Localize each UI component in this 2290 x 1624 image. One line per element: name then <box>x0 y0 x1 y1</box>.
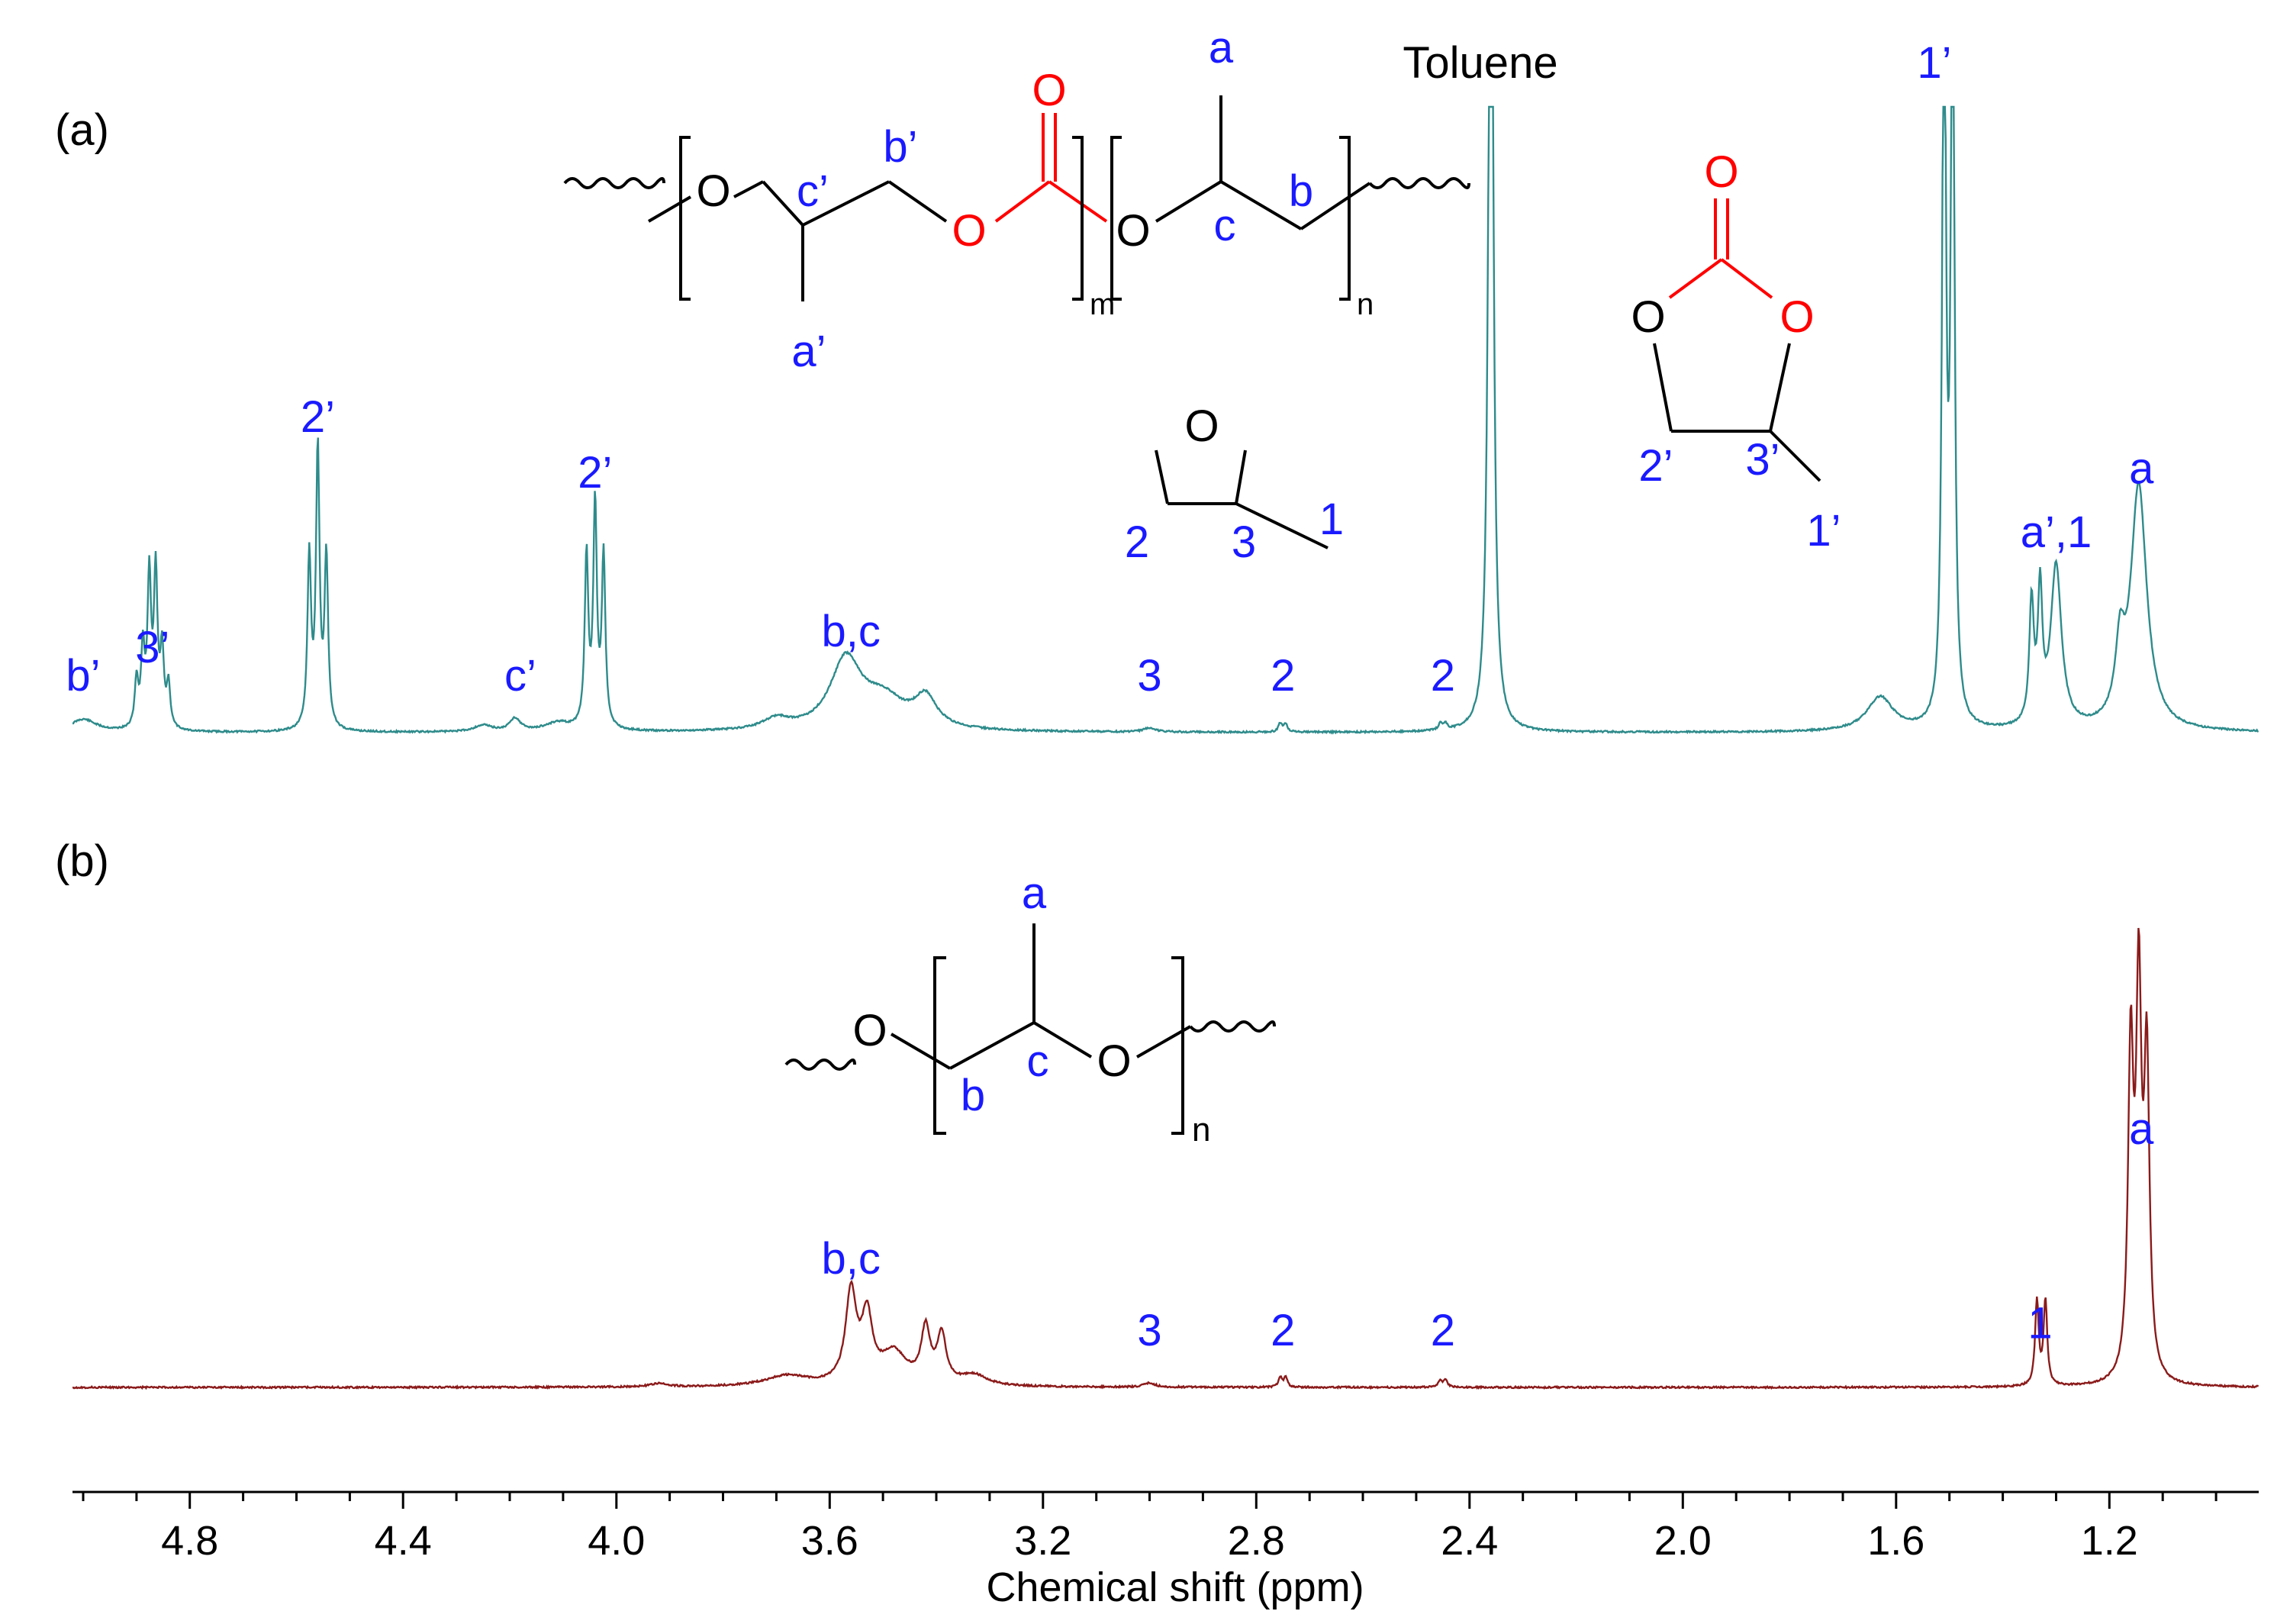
label-b: b <box>1289 166 1313 216</box>
peak-label-a-3: c’ <box>504 651 536 701</box>
polyether-label-a: a <box>1022 868 1047 918</box>
x-tick-label: 2.0 <box>1654 1518 1712 1564</box>
peak-label-b-3: 2 <box>1431 1306 1455 1355</box>
copolymer-structure <box>563 95 1470 301</box>
epoxide-label-1: 1 <box>1319 495 1344 544</box>
peak-label-a-6: 3 <box>1137 651 1161 701</box>
peak-label-b-1: 3 <box>1137 1306 1161 1355</box>
polyether-label-c: c <box>1027 1036 1049 1086</box>
x-axis-label: Chemical shift (ppm) <box>986 1564 1364 1610</box>
bracket-left-m <box>679 136 691 301</box>
polyether-wavy-right <box>1189 1020 1276 1033</box>
peak-label-b-4: 1 <box>2028 1299 2052 1348</box>
x-tick-label: 3.6 <box>801 1518 858 1564</box>
x-tick-label: 4.0 <box>588 1518 645 1564</box>
polyether-o-left: O <box>852 1006 887 1055</box>
label-c-prime: c’ <box>797 166 829 216</box>
peak-annotations: b’ 3’ 2’ c’ 2’ b,c 3 2 2 a’,1 a b,c 3 2 2 1 a <box>66 392 2154 1355</box>
polyether-structure <box>784 923 1276 1135</box>
label-a: a <box>1209 23 1234 72</box>
spectrum-line-a <box>72 105 2259 735</box>
peak-label-a-10: a <box>2129 444 2154 494</box>
x-tick-label: 1.2 <box>2081 1518 2138 1564</box>
x-tick-label: 3.2 <box>1014 1518 1071 1564</box>
carbonate-label-2prime: 2’ <box>1638 441 1673 491</box>
panel-label-a: (a) <box>55 105 109 155</box>
epoxide-label-2: 2 <box>1125 517 1149 567</box>
peak-label-b-2: 2 <box>1271 1306 1295 1355</box>
peak-label-a-2: 2’ <box>301 392 335 442</box>
x-tick-label: 2.8 <box>1228 1518 1285 1564</box>
propylene-carbonate-structure <box>1653 198 1821 482</box>
wavy-bond-right <box>1368 177 1470 189</box>
propylene-oxide-structure <box>1155 450 1329 549</box>
propylene-carbonate-atoms: O O O 2’ 3’ 1’ <box>1631 147 1841 556</box>
panel-label-b: (b) <box>55 836 109 886</box>
copolymer-o1: O <box>696 166 730 216</box>
peak-label-a-7: 2 <box>1271 651 1295 701</box>
propylene-oxide-atoms: O 2 3 1 <box>1125 401 1344 567</box>
polyether-atoms: O O a b c n <box>852 868 1210 1149</box>
toluene-label: Toluene <box>1403 38 1557 88</box>
x-tick-label: 1.6 <box>1867 1518 1924 1564</box>
label-a-prime: a’ <box>791 327 826 376</box>
label-1prime-top: 1’ <box>1917 38 1951 88</box>
peak-label-a-5: b,c <box>822 607 881 656</box>
polyether-wavy-left <box>784 1058 856 1071</box>
carbonate-o-right: O <box>1780 292 1814 342</box>
spectrum-line-b <box>72 927 2259 1390</box>
x-tick-label: 4.4 <box>375 1518 432 1564</box>
x-tick-label: 2.4 <box>1441 1518 1498 1564</box>
wavy-bond-left <box>563 177 665 189</box>
peak-label-a-8: 2 <box>1431 651 1455 701</box>
copolymer-o4: O <box>1116 206 1150 256</box>
peak-label-a-1: 3’ <box>135 623 169 672</box>
polyether-label-b: b <box>961 1071 985 1120</box>
bracket-right-m <box>1072 136 1084 301</box>
x-axis: 4.8 4.4 4.0 3.6 3.2 2.8 2.4 2.0 1.6 1.2 <box>72 1490 2259 1564</box>
copolymer-atoms: O O O O a’ c’ b’ a c b m n <box>696 23 1374 376</box>
carbonate-label-1prime: 1’ <box>1806 506 1841 556</box>
carbonate-label-3prime: 3’ <box>1745 435 1780 485</box>
peak-label-b-0: b,c <box>822 1234 881 1284</box>
repeat-m: m <box>1090 288 1115 321</box>
epoxide-o: O <box>1184 401 1219 451</box>
polyether-bracket-right <box>1171 956 1184 1135</box>
polyether-o-right: O <box>1097 1036 1131 1086</box>
peak-label-a-9: a’,1 <box>2021 508 2092 557</box>
label-b-prime: b’ <box>883 122 917 172</box>
polyether-bracket-left <box>933 956 946 1135</box>
spectra-layer <box>72 105 2259 1390</box>
polyether-repeat-n: n <box>1192 1111 1210 1149</box>
peak-label-a-0: b’ <box>66 651 100 701</box>
copolymer-o2: O <box>952 206 986 256</box>
epoxide-label-3: 3 <box>1232 517 1256 567</box>
carbonate-o-top: O <box>1704 147 1738 197</box>
x-tick-label: 4.8 <box>161 1518 218 1564</box>
peak-label-a-4: 2’ <box>578 448 612 498</box>
copolymer-o3: O <box>1032 66 1066 115</box>
bracket-left-n <box>1110 136 1122 301</box>
bracket-right-n <box>1339 136 1351 301</box>
peak-label-b-5: a <box>2129 1104 2154 1154</box>
carbonate-o-left: O <box>1631 292 1665 342</box>
label-c: c <box>1214 201 1236 250</box>
repeat-n: n <box>1357 288 1374 321</box>
